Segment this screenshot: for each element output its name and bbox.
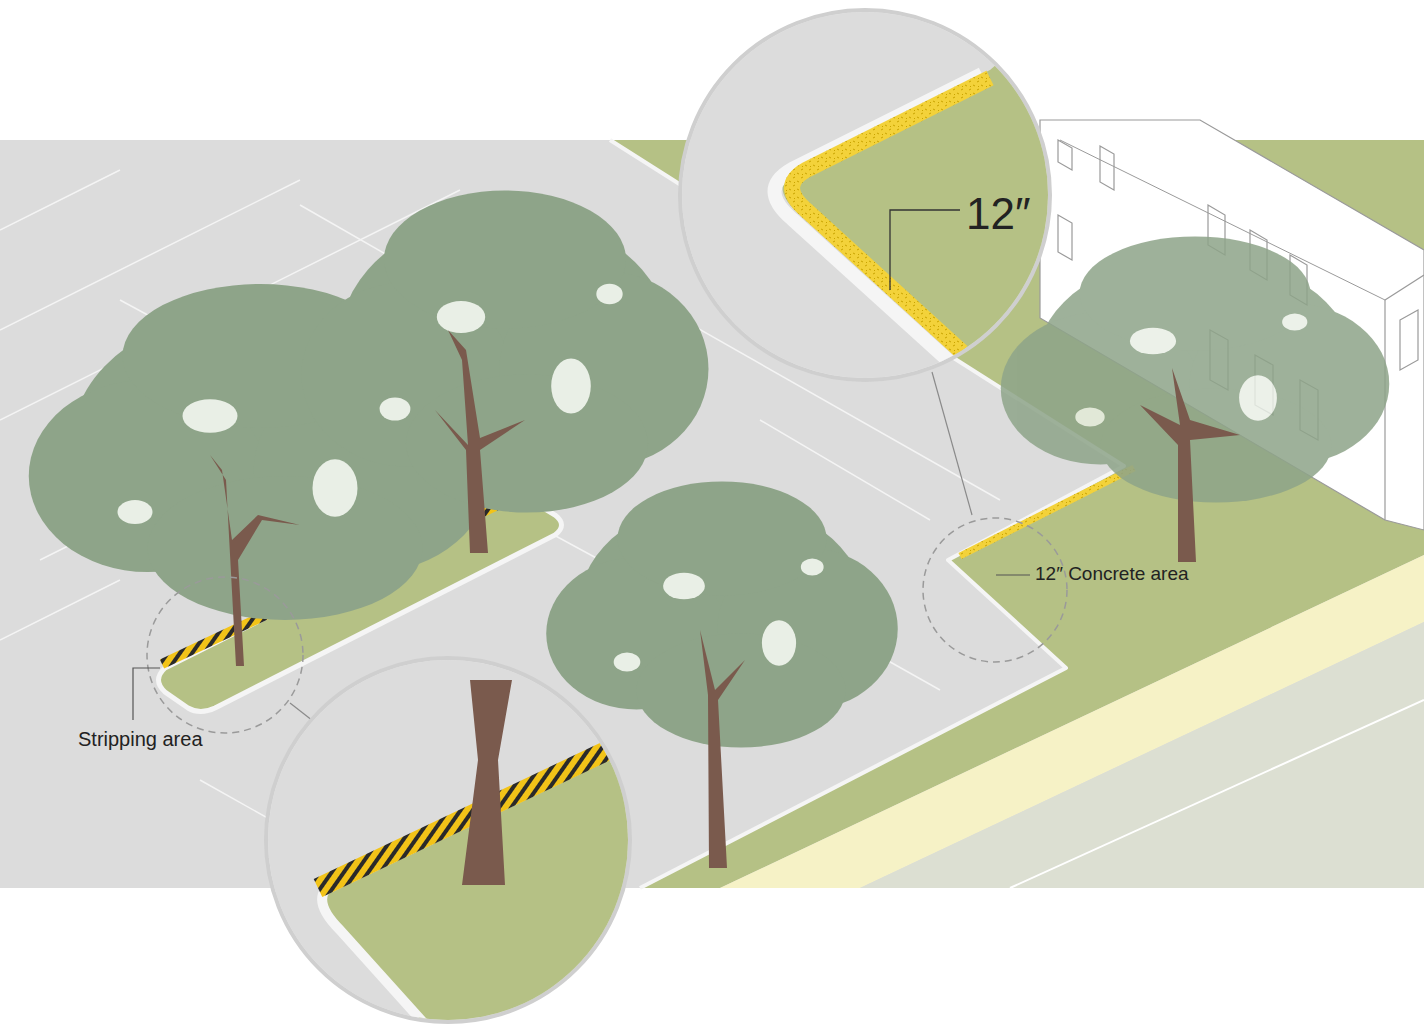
label: Stripping area xyxy=(78,728,203,750)
label: 12″ Concrete area xyxy=(1035,564,1189,585)
label: 12″ xyxy=(966,190,1031,238)
